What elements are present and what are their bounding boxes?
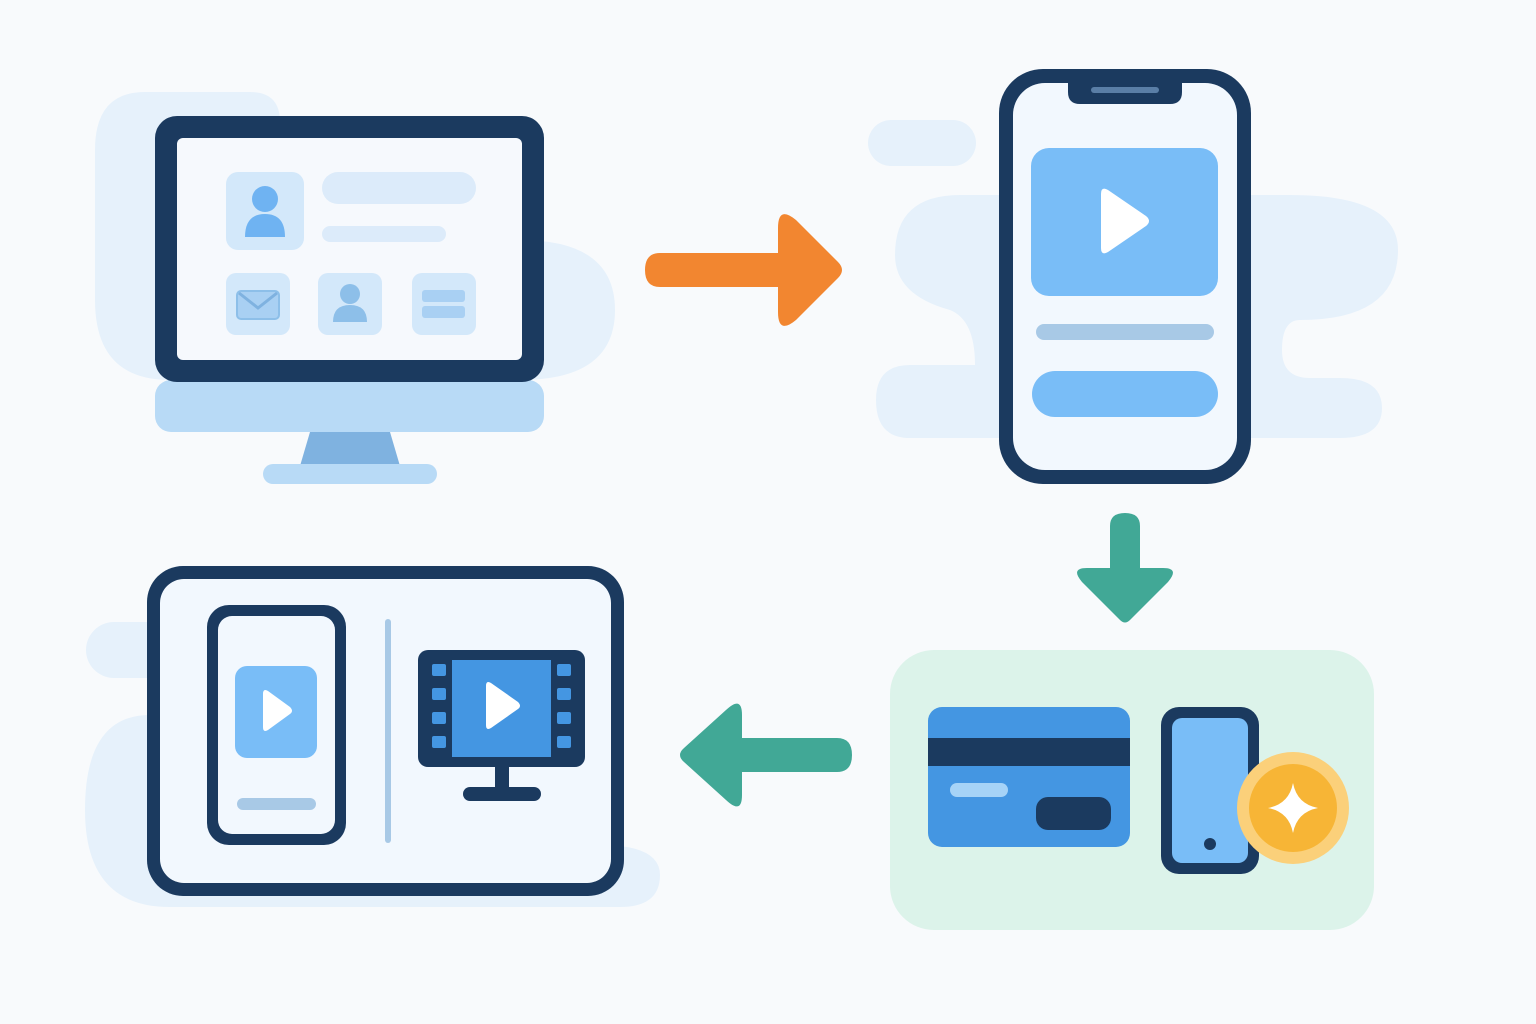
- inner-title-line: [237, 798, 316, 810]
- card-magstripe: [928, 738, 1130, 766]
- film-tv-icon: [418, 650, 585, 801]
- film-perforations: [432, 664, 571, 748]
- mail-icon: [236, 290, 280, 320]
- detail-line: [322, 226, 446, 242]
- play-icon: [1101, 188, 1149, 254]
- tv-film-strip-right: [553, 660, 575, 757]
- name-line: [322, 172, 476, 204]
- multi-device-streaming-icon: [147, 566, 624, 896]
- phone-speaker: [1091, 87, 1159, 93]
- monitor-neck: [300, 432, 400, 466]
- arrow-left-icon: [680, 703, 852, 807]
- monitor-foot: [263, 464, 437, 484]
- monitor-base-panel: [155, 380, 544, 432]
- sparkle-icon: [1268, 783, 1318, 833]
- card-stripe-bottom: [422, 306, 465, 318]
- mobile-pay-screen: [1172, 718, 1248, 863]
- card-chip: [1036, 797, 1111, 830]
- smartphone-video-icon: [999, 69, 1251, 484]
- arrow-right-icon: [645, 214, 842, 326]
- watch-button: [1032, 371, 1218, 417]
- card-stripe-top: [422, 290, 465, 302]
- payment-card-and-phone-icon: [928, 707, 1349, 874]
- blob-top-right-pill: [868, 120, 976, 166]
- user-head: [252, 186, 278, 212]
- desktop-monitor-icon: [155, 116, 544, 484]
- contact-body: [333, 305, 367, 322]
- tv-film-strip-left: [428, 660, 450, 757]
- mobile-pay-home-button: [1204, 838, 1216, 850]
- card-number-line: [950, 783, 1008, 797]
- card-tile: [412, 273, 476, 335]
- screen-divider: [385, 619, 391, 843]
- arrow-down-icon: [1077, 513, 1173, 623]
- inner-play-icon: [263, 690, 292, 731]
- tv-stand-base: [463, 787, 541, 801]
- phone-notch: [1068, 83, 1182, 104]
- tv-play-icon: [486, 682, 520, 729]
- video-title-line: [1036, 324, 1214, 340]
- user-body: [245, 214, 285, 237]
- contact-head: [340, 284, 360, 304]
- tv-stand-neck: [495, 767, 509, 791]
